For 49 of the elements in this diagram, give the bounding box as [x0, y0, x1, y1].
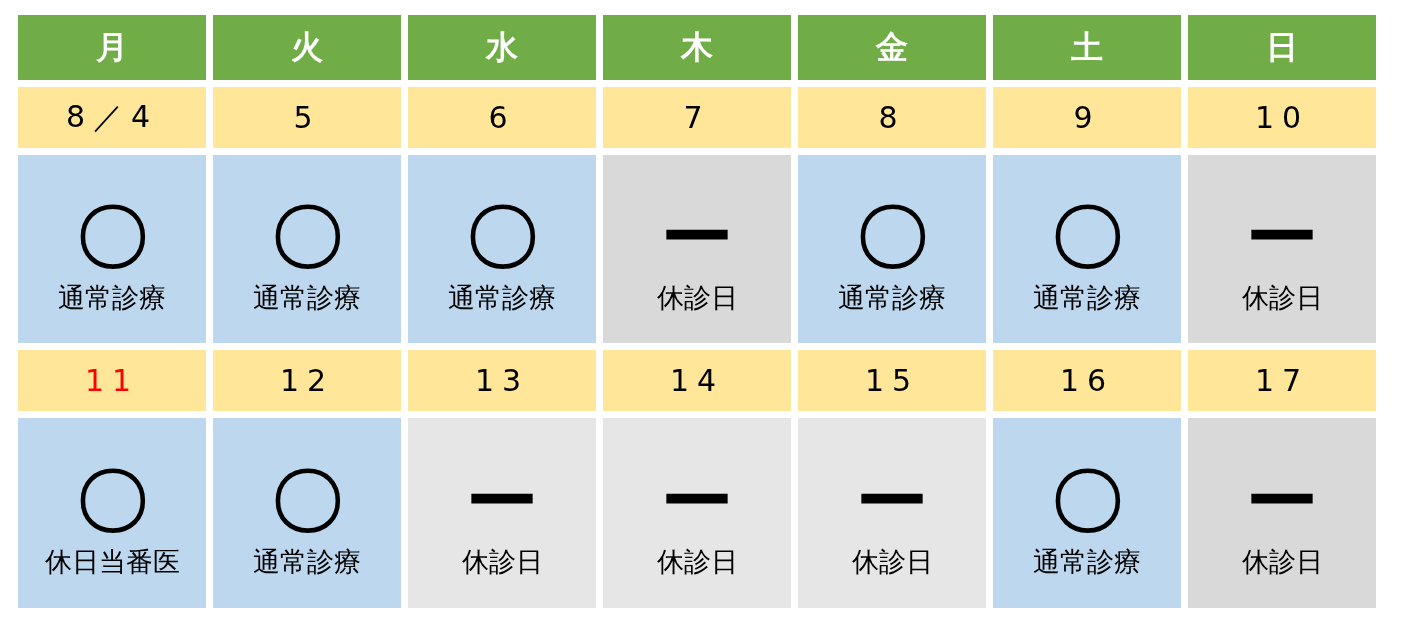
- status-mark: 〇: [76, 458, 148, 544]
- date-cell: 8: [798, 87, 986, 148]
- status-mark: 〇: [271, 194, 343, 280]
- date-cell: 11: [18, 350, 206, 411]
- status-text: 通常診療: [58, 281, 166, 315]
- status-text: 通常診療: [253, 545, 361, 579]
- status-mark: ー: [661, 194, 733, 280]
- status-mark: 〇: [271, 458, 343, 544]
- status-text: 休診日: [1241, 281, 1323, 315]
- status-text: 休診日: [656, 281, 738, 315]
- date-cell: 9: [993, 87, 1181, 148]
- status-text: 休日当番医: [44, 545, 180, 579]
- status-text: 通常診療: [448, 281, 556, 315]
- status-text: 通常診療: [838, 281, 946, 315]
- date-cell: 15: [798, 350, 986, 411]
- status-text: 通常診療: [253, 281, 361, 315]
- date-cell: 12: [213, 350, 401, 411]
- status-mark: 〇: [466, 194, 538, 280]
- weekday-header: 日: [1188, 15, 1376, 80]
- date-cell: 8／4: [18, 87, 206, 148]
- date-cell: 6: [408, 87, 596, 148]
- status-text: 通常診療: [1033, 281, 1141, 315]
- date-cell: 5: [213, 87, 401, 148]
- status-mark: ー: [466, 458, 538, 544]
- date-cell: 14: [603, 350, 791, 411]
- status-mark: 〇: [1051, 194, 1123, 280]
- date-cell: 17: [1188, 350, 1376, 411]
- weekday-header: 土: [993, 15, 1181, 80]
- weekday-header: 木: [603, 15, 791, 80]
- date-cell: 7: [603, 87, 791, 148]
- weekday-header: 水: [408, 15, 596, 80]
- weekday-header: 火: [213, 15, 401, 80]
- status-mark: ー: [1246, 194, 1318, 280]
- status-mark: ー: [661, 458, 733, 544]
- status-mark: ー: [856, 458, 928, 544]
- date-cell: 13: [408, 350, 596, 411]
- status-mark: 〇: [1051, 458, 1123, 544]
- status-text: 休診日: [851, 545, 933, 579]
- status-mark: ー: [1246, 458, 1318, 544]
- weekday-header: 月: [18, 15, 206, 80]
- date-cell: 10: [1188, 87, 1376, 148]
- status-mark: 〇: [76, 194, 148, 280]
- status-text: 休診日: [656, 545, 738, 579]
- status-text: 通常診療: [1033, 545, 1141, 579]
- status-mark: 〇: [856, 194, 928, 280]
- weekday-header: 金: [798, 15, 986, 80]
- status-text: 休診日: [461, 545, 543, 579]
- date-cell: 16: [993, 350, 1181, 411]
- status-text: 休診日: [1241, 545, 1323, 579]
